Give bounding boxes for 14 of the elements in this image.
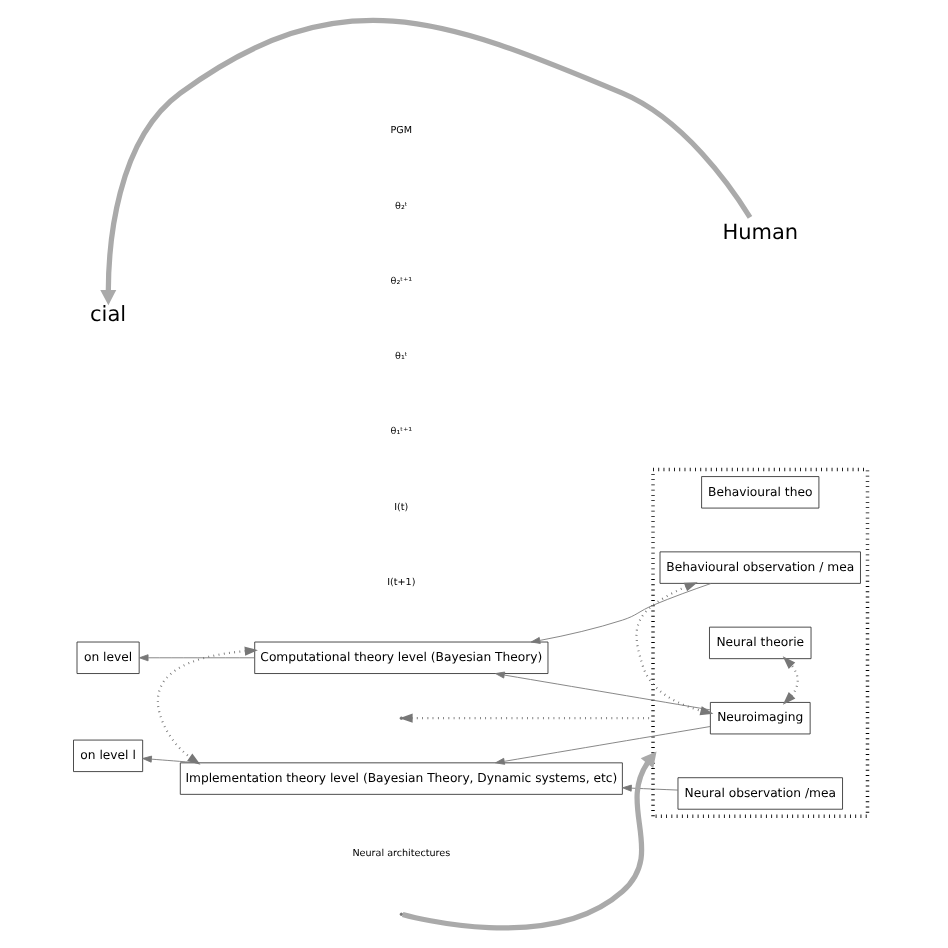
- arrow: [401, 751, 657, 931]
- arrow: [156, 646, 258, 765]
- arrow: [142, 755, 199, 764]
- arrow: [495, 671, 711, 711]
- arrow: [495, 726, 711, 765]
- arrow: [782, 656, 799, 705]
- arrow: [530, 583, 712, 644]
- arrow: [622, 784, 679, 792]
- node-text: cial: [90, 302, 127, 327]
- cluster: [651, 467, 870, 818]
- arrow: [138, 654, 255, 662]
- arrow: [635, 582, 714, 716]
- arrow: [100, 18, 753, 306]
- node-text: Human: [722, 220, 799, 245]
